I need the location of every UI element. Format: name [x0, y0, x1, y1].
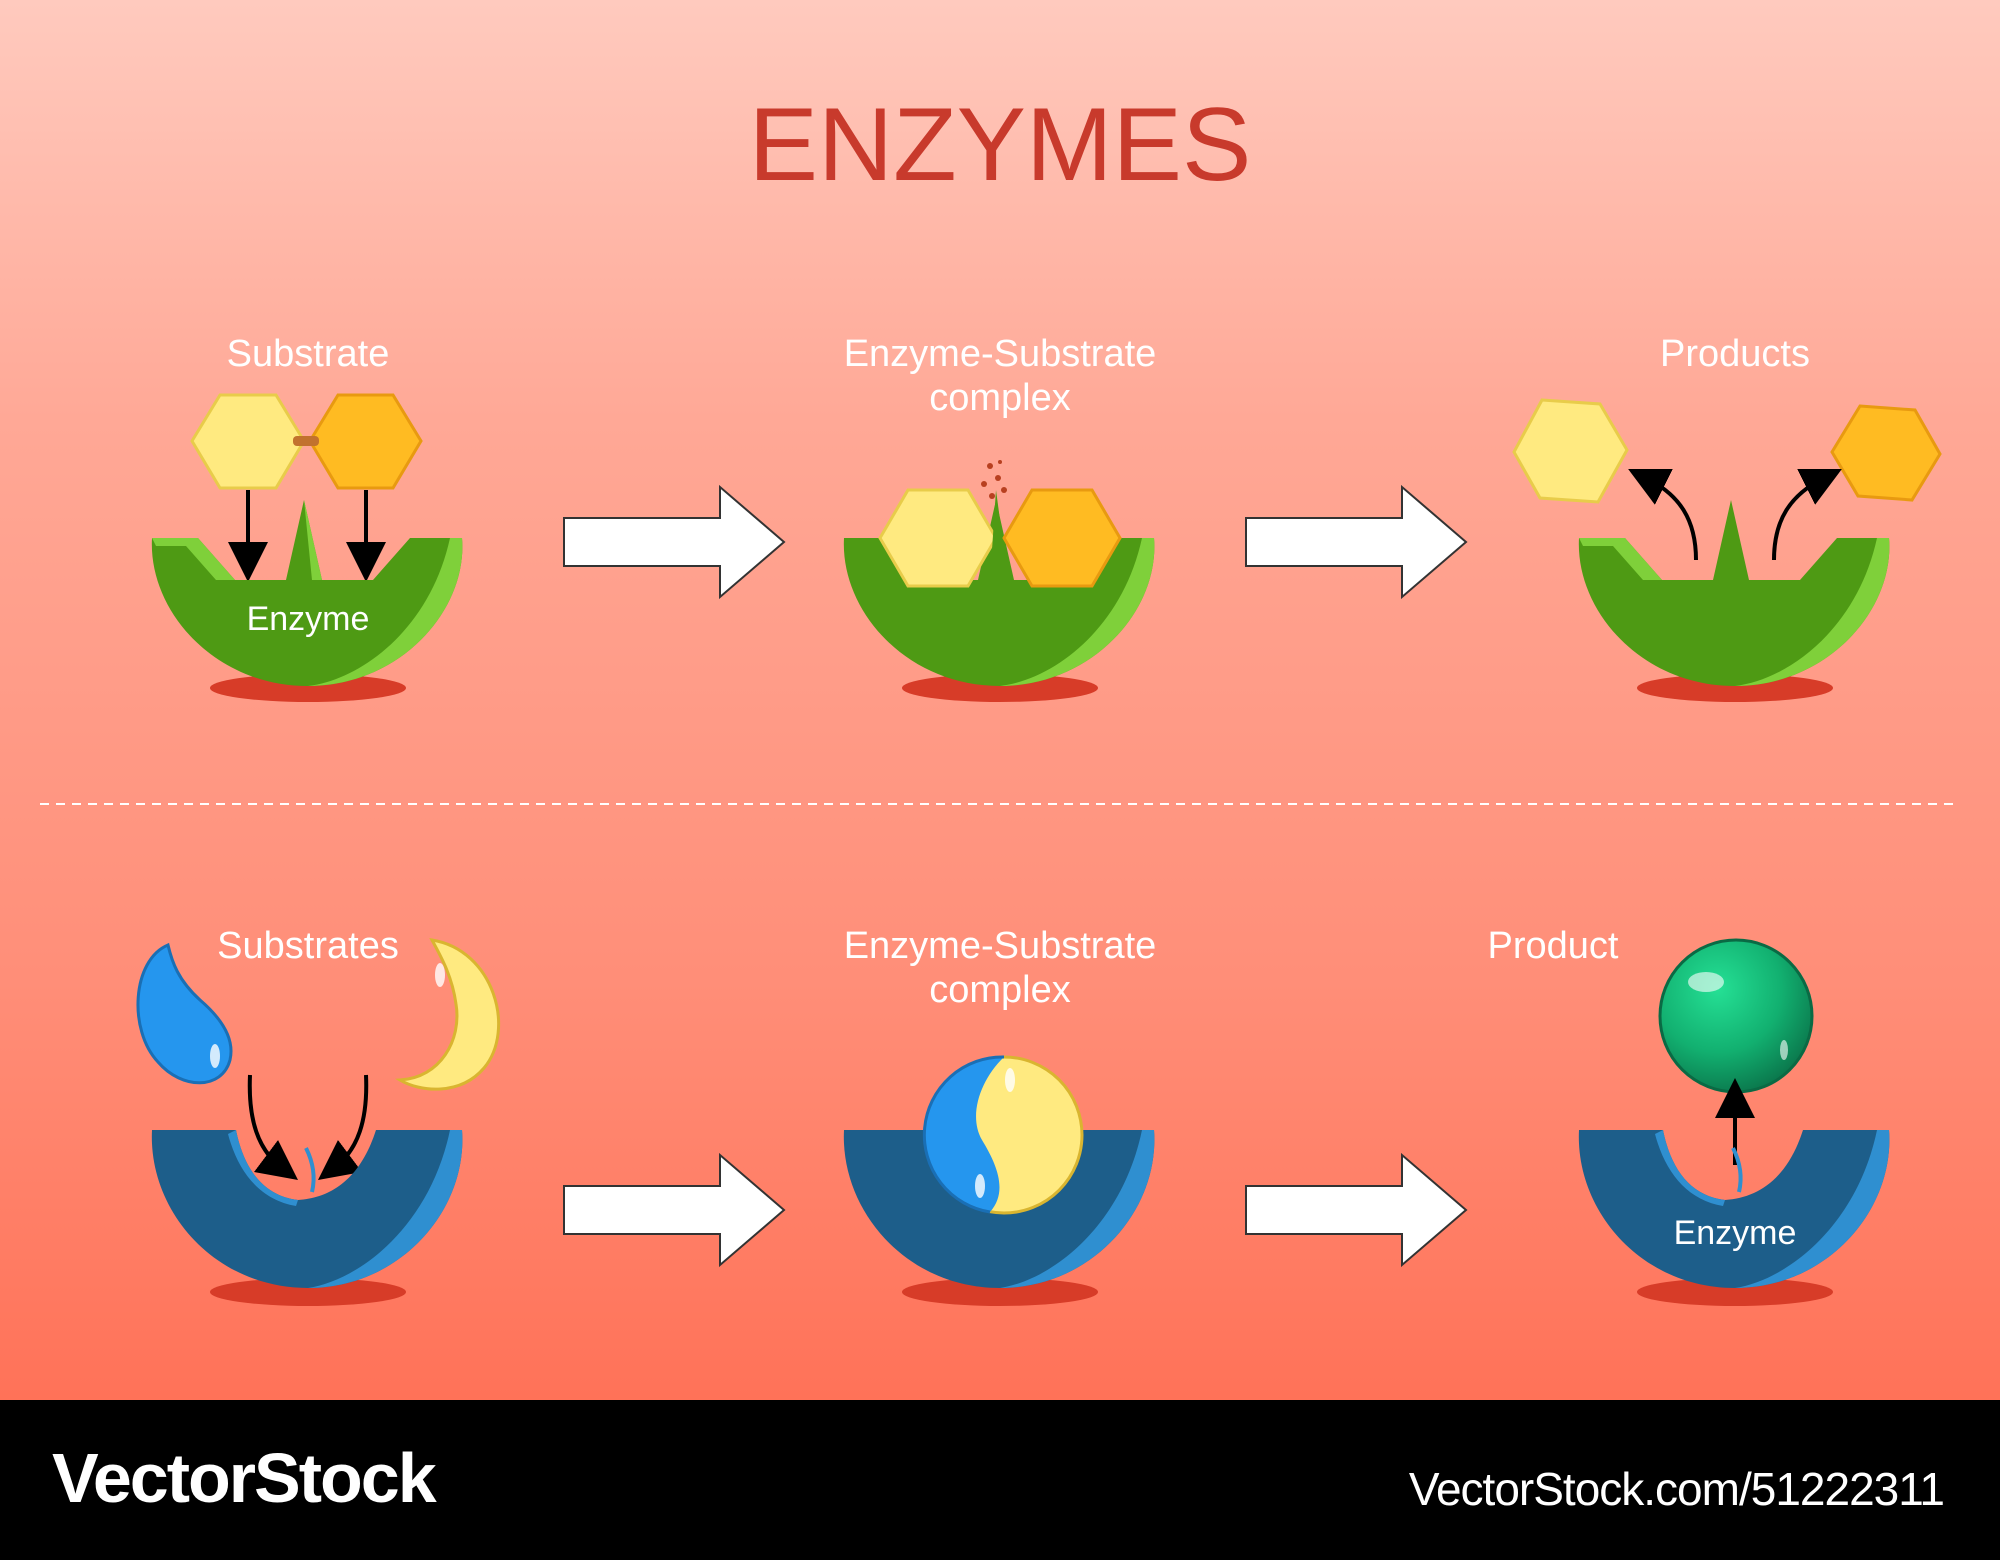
substrates-label: Substrates: [217, 925, 399, 967]
brand-logo: VectorStock: [52, 1439, 437, 1517]
release-arrow-right: [1772, 469, 1842, 561]
bound-substrate-sphere: [922, 1055, 1084, 1215]
enzyme-label-2: Enzyme: [1674, 1214, 1797, 1252]
brand-url: VectorStock.com/51222311: [1408, 1463, 1945, 1515]
green-enzyme-1: [151, 500, 463, 702]
process-arrow-2: [1245, 484, 1468, 600]
products-label: Products: [1660, 333, 1810, 375]
blue-enzyme-1: [151, 1130, 463, 1306]
substrate-blue-drop: [136, 942, 233, 1085]
page-title: ENZYMES: [749, 87, 1252, 203]
product-hexagon-yellow: [1512, 398, 1629, 504]
green-enzyme-3: [1578, 500, 1890, 702]
cleavage-sparks: [981, 460, 1007, 499]
substrate-bond: [293, 436, 319, 446]
product-label: Product: [1488, 925, 1619, 967]
bound-hexagon-orange: [1002, 488, 1122, 588]
substrate-yellow-crescent: [394, 938, 501, 1091]
substrate-label: Substrate: [227, 333, 390, 375]
release-arrow-left: [1628, 469, 1698, 561]
complex-label-line2-2: complex: [929, 969, 1071, 1011]
diagram-canvas: ENZYMES Substrate Enzyme Enzyme-Substrat…: [136, 87, 1942, 1306]
complex-label-line1: Enzyme-Substrate: [844, 333, 1157, 375]
process-arrow-3: [563, 1152, 786, 1268]
process-arrow-1: [563, 484, 786, 600]
complex-label-line2: complex: [929, 377, 1071, 419]
substrate-hexagon-orange: [308, 393, 423, 490]
bound-hexagon-yellow: [878, 488, 998, 588]
binding-arrow-right-2: [318, 1074, 369, 1181]
enzyme-label: Enzyme: [247, 600, 370, 638]
blue-enzyme-3: [1578, 1130, 1890, 1306]
green-enzyme-2: [843, 500, 1155, 702]
product-hexagon-orange: [1830, 404, 1942, 502]
process-arrow-4: [1245, 1152, 1468, 1268]
active-site-spike: [990, 490, 1008, 580]
substrate-hexagon-yellow: [190, 393, 306, 490]
binding-arrow-left-2: [247, 1074, 298, 1181]
product-sphere: [1658, 938, 1814, 1094]
footer-bar: [0, 1400, 2000, 1560]
complex-label-line1-2: Enzyme-Substrate: [844, 925, 1157, 967]
